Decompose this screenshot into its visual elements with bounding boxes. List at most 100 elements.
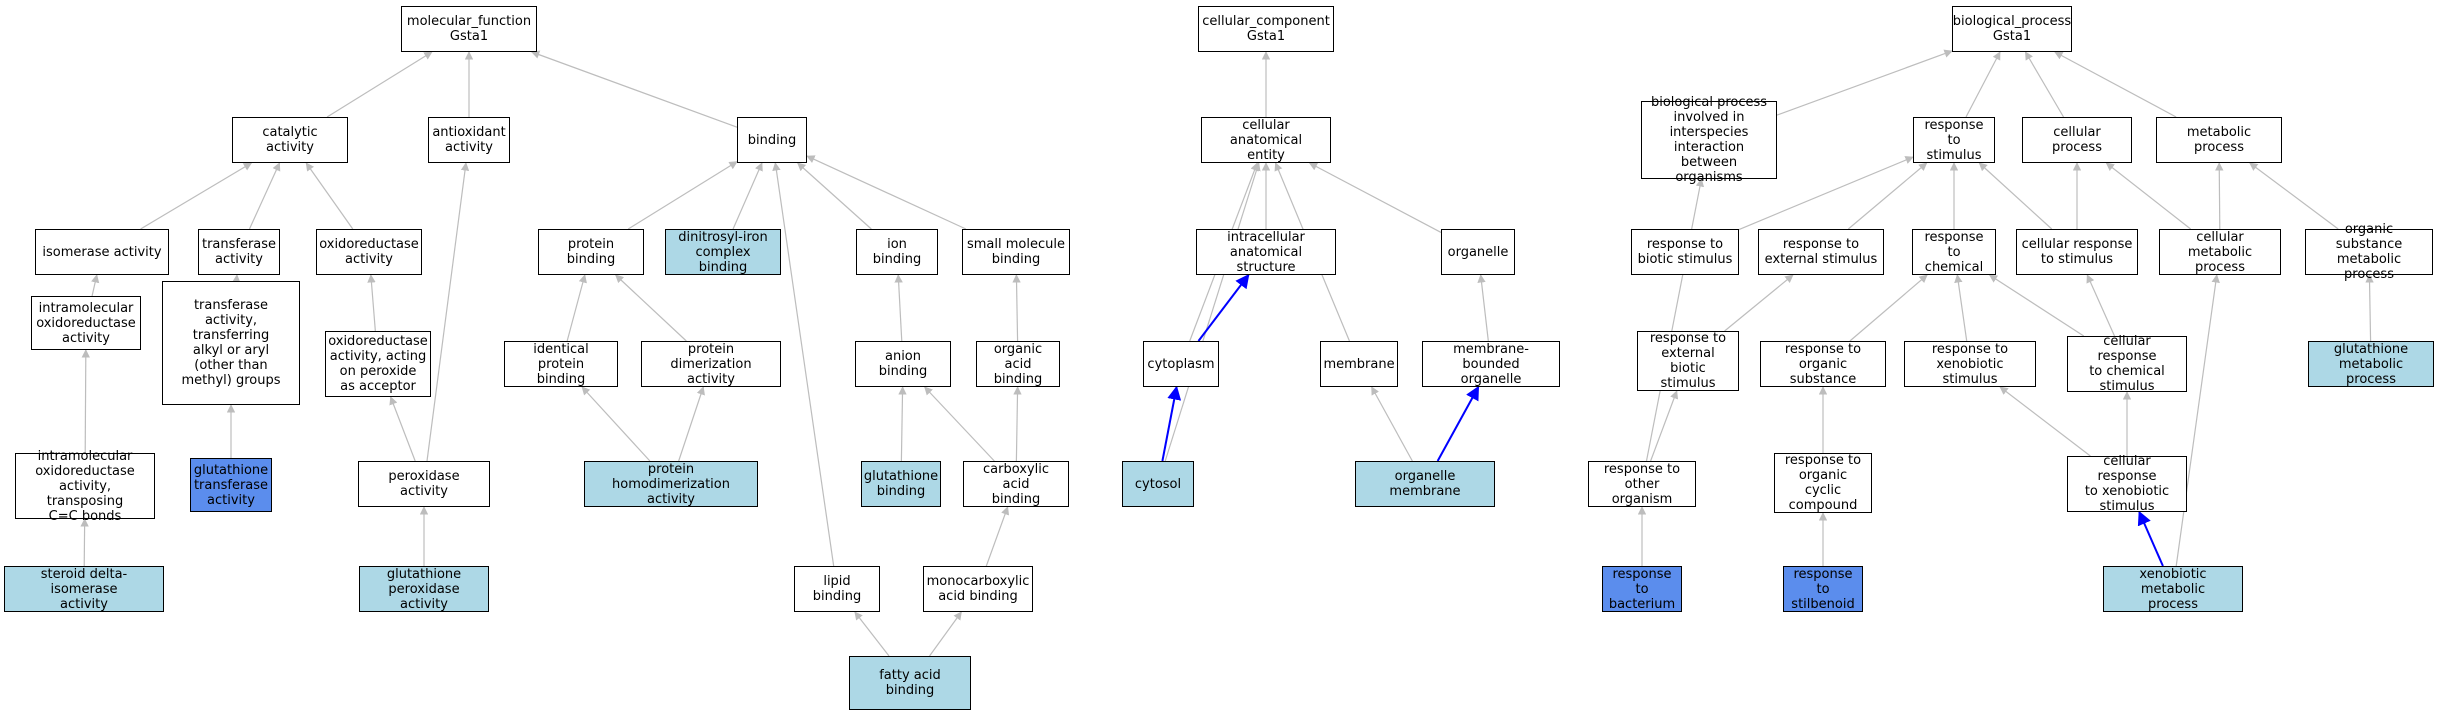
node-response-to-organic-cyclic-compound[interactable]: response to organic cyclic compound: [1774, 453, 1872, 513]
edge-homodimer-to-identprot: [581, 386, 651, 462]
node-biological-process-root[interactable]: biological_process Gsta1: [1952, 6, 2072, 52]
edge-protdimer-to-protbind: [615, 274, 687, 342]
node-isomerase-activity[interactable]: isomerase activity: [35, 229, 169, 275]
edge-metproc-to-bp: [2054, 51, 2177, 118]
edge-isom-to-cat: [140, 162, 253, 230]
node-glutathione-binding[interactable]: glutathione binding: [861, 461, 941, 507]
node-carboxylic-acid-binding[interactable]: carboxylic acid binding: [963, 461, 1069, 507]
node-response-to-biotic-stimulus[interactable]: response to biotic stimulus: [1631, 229, 1739, 275]
node-catalytic-activity[interactable]: catalytic activity: [232, 117, 348, 163]
edge-lipid-to-bind: [772, 162, 835, 567]
node-antioxidant-activity[interactable]: antioxidant activity: [428, 117, 510, 163]
node-identical-protein-binding[interactable]: identical protein binding: [504, 341, 618, 387]
edge-extbiotic-to-extstim: [1724, 274, 1794, 332]
edge-anion-to-ionbind: [894, 274, 903, 342]
node-cellular-response-to-chemical-stimulus[interactable]: cellular response to chemical stimulus: [2067, 334, 2187, 394]
edge-otherorg-to-extbiotic: [1650, 390, 1679, 462]
node-protein-binding[interactable]: protein binding: [538, 229, 644, 275]
node-xenobiotic-metabolic-process[interactable]: xenobiotic metabolic process: [2103, 566, 2243, 612]
node-oxidoreductase-activity[interactable]: oxidoreductase activity: [316, 229, 422, 275]
node-anion-binding[interactable]: anion binding: [855, 341, 951, 387]
node-response-to-stimulus[interactable]: response to stimulus: [1913, 117, 1995, 163]
edge-orgacid-to-smallmol: [1012, 274, 1021, 342]
node-cytoplasm[interactable]: cytoplasm: [1143, 341, 1219, 387]
node-oxidoreductase-peroxide-acceptor[interactable]: oxidoreductase activity, acting on perox…: [325, 331, 431, 397]
edge-extstim-to-respstim: [1847, 162, 1928, 230]
node-intramolecular-c-c-bonds[interactable]: intramolecular oxidoreductase activity, …: [15, 449, 155, 524]
node-glutathione-transferase-activity[interactable]: glutathione transferase activity: [190, 458, 272, 512]
node-cellular-component-root[interactable]: cellular_component Gsta1: [1198, 6, 1334, 52]
node-organelle[interactable]: organelle: [1441, 229, 1515, 275]
edge-transalk-to-transf: [232, 274, 241, 283]
edge-fatty-to-monocarbox: [929, 611, 962, 657]
edge-orgmemb-to-membbound: [1436, 385, 1480, 462]
node-cellular-process[interactable]: cellular process: [2022, 117, 2132, 163]
node-dinitrosyl-iron-complex-binding[interactable]: dinitrosyl-iron complex binding: [665, 229, 781, 275]
node-cellular-metabolic-process[interactable]: cellular metabolic process: [2159, 229, 2281, 275]
edge-membbound-to-organelle: [1477, 274, 1489, 342]
node-peroxidase-activity[interactable]: peroxidase activity: [358, 461, 490, 507]
edge-xenomet-to-cellxeno: [2137, 510, 2164, 567]
node-cytosol[interactable]: cytosol: [1122, 461, 1194, 507]
node-glutathione-peroxidase-activity[interactable]: glutathione peroxidase activity: [359, 566, 489, 612]
node-metabolic-process[interactable]: metabolic process: [2156, 117, 2282, 163]
node-intracellular-anatomical-structure[interactable]: intracellular anatomical structure: [1196, 229, 1336, 275]
node-membrane[interactable]: membrane: [1320, 341, 1398, 387]
node-ion-binding[interactable]: ion binding: [856, 229, 938, 275]
node-organelle-membrane[interactable]: organelle membrane: [1355, 461, 1495, 507]
node-response-to-external-biotic-stimulus[interactable]: response to external biotic stimulus: [1637, 331, 1739, 391]
edge-cellxeno-to-xeno: [1999, 386, 2091, 457]
node-protein-homodimerization-activity[interactable]: protein homodimerization activity: [584, 461, 758, 507]
node-protein-dimerization-activity[interactable]: protein dimerization activity: [641, 341, 781, 387]
node-fatty-acid-binding[interactable]: fatty acid binding: [849, 656, 971, 710]
edge-oxperox-to-oxred: [367, 274, 376, 332]
node-response-to-xenobiotic-stimulus[interactable]: response to xenobiotic stimulus: [1904, 341, 2036, 387]
node-steroid-delta-isomerase-activity[interactable]: steroid delta-isomerase activity: [4, 566, 164, 612]
edge-intraox-to-isom: [91, 274, 100, 297]
edge-cellproc-to-bp: [2024, 51, 2065, 118]
node-response-to-bacterium[interactable]: response to bacterium: [1602, 566, 1682, 612]
edge-dinitro-to-bind: [732, 162, 763, 230]
node-organic-substance-metabolic-process[interactable]: organic substance metabolic process: [2305, 222, 2433, 282]
node-response-to-organic-substance[interactable]: response to organic substance: [1760, 341, 1886, 387]
node-intramolecular-oxidoreductase-activity[interactable]: intramolecular oxidoreductase activity: [31, 296, 141, 350]
node-cellular-response-to-xenobiotic-stimulus[interactable]: cellular response to xenobiotic stimulus: [2067, 454, 2187, 514]
edge-cellchem-to-chem: [1988, 274, 2085, 337]
node-cellular-anatomical-entity[interactable]: cellular anatomical entity: [1201, 117, 1331, 163]
edge-cellmet-to-cellproc: [2105, 162, 2192, 230]
edge-otherorg-to-interspecies: [1645, 178, 1705, 462]
edge-cytosol-to-cae: [1164, 162, 1261, 462]
edge-cellmet-to-metproc: [2215, 162, 2224, 230]
node-response-to-chemical[interactable]: response to chemical: [1912, 229, 1996, 275]
node-monocarboxylic-acid-binding[interactable]: monocarboxylic acid binding: [923, 566, 1033, 612]
node-binding[interactable]: binding: [737, 117, 807, 163]
node-transferase-activity[interactable]: transferase activity: [198, 229, 280, 275]
edge-homodimer-to-protdimer: [678, 386, 705, 462]
node-cellular-response-to-stimulus[interactable]: cellular response to stimulus: [2016, 229, 2138, 275]
edge-xeno-to-chem: [1954, 274, 1968, 342]
node-molecular-function-root[interactable]: molecular_function Gsta1: [401, 6, 537, 52]
node-lipid-binding[interactable]: lipid binding: [794, 566, 880, 612]
edge-cellstim-to-respstim: [1978, 162, 2053, 230]
node-response-to-other-organism[interactable]: response to other organism: [1588, 461, 1696, 507]
edge-carbox-to-anion: [924, 386, 995, 462]
node-response-to-stilbenoid[interactable]: response to stilbenoid: [1783, 566, 1863, 612]
node-organic-acid-binding[interactable]: organic acid binding: [976, 341, 1060, 387]
edge-oxred-to-cat: [305, 162, 354, 230]
edge-orgsub-to-metproc: [2249, 162, 2339, 230]
node-glutathione-metabolic-process[interactable]: glutathione metabolic process: [2308, 341, 2434, 387]
edge-organelle-to-cae: [1308, 162, 1442, 233]
edge-perox-to-oxperox: [389, 396, 416, 462]
edge-respstim-to-bp: [1965, 51, 2001, 118]
node-interspecies-interaction[interactable]: biological process involved in interspec…: [1641, 95, 1777, 185]
node-small-molecule-binding[interactable]: small molecule binding: [962, 229, 1070, 275]
node-membrane-bounded-organelle[interactable]: membrane-bounded organelle: [1422, 341, 1560, 387]
node-response-to-external-stimulus[interactable]: response to external stimulus: [1758, 229, 1884, 275]
edge-layer: [80, 49, 2374, 657]
edge-intracc-to-intraox: [81, 349, 90, 454]
edge-protbind-to-bind: [627, 161, 738, 230]
edge-resporgsub-to-chem: [1849, 274, 1928, 342]
node-transferase-alkyl-aryl[interactable]: transferase activity, transferring alkyl…: [162, 281, 300, 405]
